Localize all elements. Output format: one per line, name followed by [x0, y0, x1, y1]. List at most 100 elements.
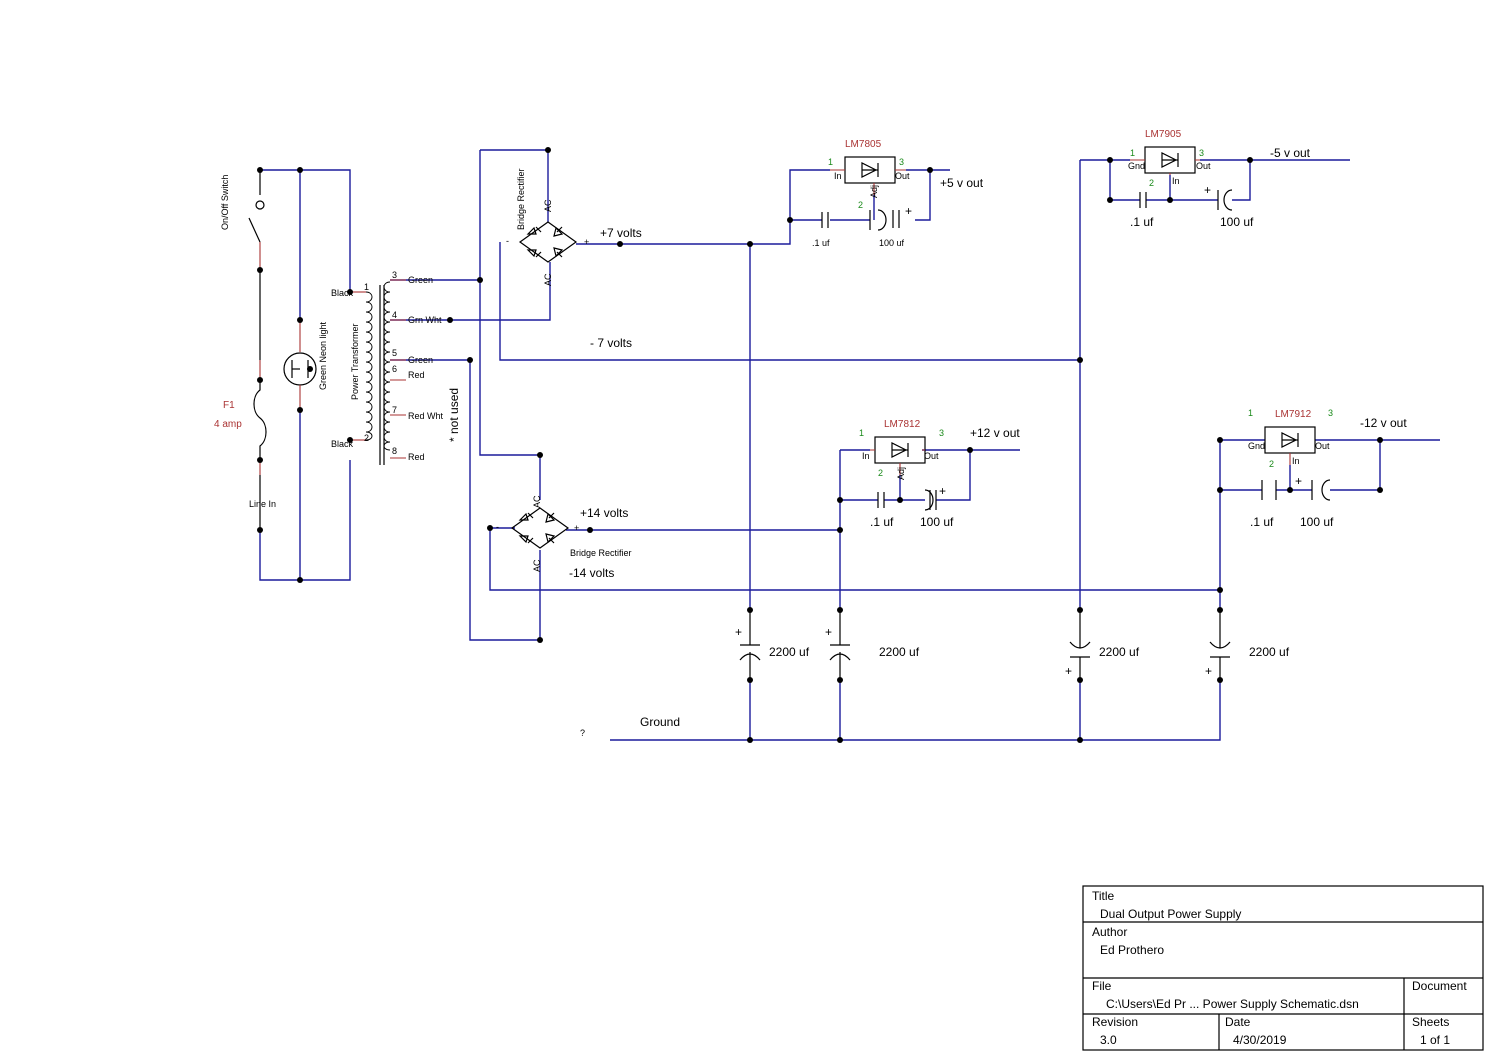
wire-red-6: Red	[408, 370, 425, 380]
regulator-lm7805: LM7805 In Adj Out 1 2 3 + .1 uf 100 uf +…	[812, 139, 984, 248]
filter-cap-3: + 2200 uf	[1065, 610, 1140, 680]
output-label: +12 v out	[970, 426, 1020, 440]
file-value: C:\Users\Ed Pr ... Power Supply Schemati…	[1106, 997, 1359, 1011]
on-off-switch: On/Off Switch	[220, 170, 265, 380]
cap-small-label: .1 uf	[870, 515, 894, 529]
wire-grnwht-4: Grn Wht	[408, 315, 442, 325]
cap-label: 2200 uf	[769, 645, 810, 659]
cap-big-label: 100 uf	[1220, 215, 1254, 229]
rail-minus-14: -14 volts	[569, 566, 614, 580]
cap-small-label: .1 uf	[1250, 515, 1274, 529]
fuse-ref: F1	[223, 400, 235, 411]
pin-num-2: 2	[858, 200, 863, 210]
pin-out: Out	[895, 171, 910, 181]
pin-num-1: 1	[1248, 408, 1253, 418]
neon-lamp: Green Neon light	[283, 320, 328, 410]
minus-terminal: -	[496, 522, 499, 532]
date-label: Date	[1225, 1015, 1251, 1029]
question-mark: ?	[580, 728, 585, 738]
plus-terminal: +	[584, 237, 589, 247]
output-label: -5 v out	[1270, 146, 1311, 160]
pin-adj: Adj	[896, 467, 906, 480]
cap-plus: +	[825, 625, 832, 639]
pin-num-3: 3	[1328, 408, 1333, 418]
neon-label: Green Neon light	[318, 321, 328, 390]
pin-out: Out	[924, 451, 939, 461]
rail-plus-14: +14 volts	[580, 506, 628, 520]
title-block: Title Dual Output Power Supply Author Ed…	[1082, 885, 1484, 1051]
line-in-label: Line In	[249, 499, 276, 509]
cap-plus: +	[735, 625, 742, 639]
ac-terminal-top: AC	[543, 199, 553, 212]
file-label: File	[1092, 979, 1112, 993]
regulator-lm7912: LM7912 Gnd In Out 1 2 3 + .1 uf 100 uf -…	[1248, 408, 1407, 529]
filter-cap-4: + 2200 uf	[1205, 610, 1290, 680]
wire-green-3: Green	[408, 275, 433, 285]
sheets-label: Sheets	[1412, 1015, 1449, 1029]
rectifier-label: Bridge Rectifier	[516, 168, 526, 230]
output-label: +5 v out	[940, 176, 984, 190]
cap-label: 2200 uf	[1249, 645, 1290, 659]
minus-terminal: -	[506, 236, 509, 246]
author-value: Ed Prothero	[1100, 943, 1164, 957]
cap-plus: +	[1065, 664, 1072, 678]
document-label: Document	[1412, 979, 1467, 993]
pin-4: 4	[392, 310, 397, 320]
revision-label: Revision	[1092, 1015, 1138, 1029]
wires	[259, 149, 1440, 741]
part-label: LM7812	[884, 419, 921, 430]
bridge-rectifier-bottom: + - AC AC	[496, 495, 579, 572]
regulator-lm7812: LM7812 In Adj Out 1 2 3 + .1 uf 100 uf +…	[859, 419, 1020, 529]
rail-minus-7: - 7 volts	[590, 336, 632, 350]
pin-8: 8	[392, 446, 397, 456]
filter-cap-1: + 2200 uf	[735, 610, 810, 680]
pin-2: 2	[364, 433, 369, 443]
cap-label: 2200 uf	[1099, 645, 1140, 659]
pin-num-1: 1	[828, 157, 833, 167]
title-label: Title	[1092, 889, 1115, 903]
pin-num-3: 3	[1199, 148, 1204, 158]
title-value: Dual Output Power Supply	[1100, 907, 1241, 921]
part-label: LM7912	[1275, 409, 1312, 420]
rectifier-label-bottom: Bridge Rectifier	[570, 548, 632, 558]
pin-in: In	[862, 451, 870, 461]
cap-plus: +	[1205, 664, 1212, 678]
pin-adj: Adj	[869, 185, 879, 198]
wire-black-1: Black	[331, 288, 354, 298]
bridge-rectifier-top: + - AC AC Bridge Rectifier	[506, 168, 589, 286]
pin-in: In	[1172, 176, 1180, 186]
wire-redwht-7: Red Wht	[408, 411, 444, 421]
cap-small-label: .1 uf	[1130, 215, 1154, 229]
regulator-lm7905: LM7905 Gnd In Out 1 2 3 + .1 uf 100 uf -…	[1128, 129, 1311, 229]
date-value: 4/30/2019	[1233, 1033, 1287, 1047]
rail-plus-7: +7 volts	[600, 226, 642, 240]
pin-gnd: Gnd	[1248, 441, 1265, 451]
revision-value: 3.0	[1100, 1033, 1117, 1047]
cap-big-label: 100 uf	[1300, 515, 1334, 529]
pin-num-2: 2	[878, 468, 883, 478]
wire-black-2: Black	[331, 439, 354, 449]
pin-5: 5	[392, 348, 397, 358]
fuse: F1 4 amp Line In	[214, 380, 276, 530]
ac-terminal-bottom: AC	[543, 273, 553, 286]
wire-green-5: Green	[408, 355, 433, 365]
transformer-label: Power Transformer	[350, 323, 360, 400]
not-used-label: * not used	[447, 388, 461, 442]
output-label: -12 v out	[1360, 416, 1407, 430]
fuse-value: 4 amp	[214, 419, 242, 430]
wire-red-8: Red	[408, 452, 425, 462]
pin-6: 6	[392, 364, 397, 374]
power-transformer: Power Transformer 1 Black 2 Black 3 Gree…	[331, 270, 461, 465]
author-label: Author	[1092, 925, 1127, 939]
pin-gnd: Gnd	[1128, 161, 1145, 171]
pin-in: In	[834, 171, 842, 181]
pin-num-3: 3	[899, 157, 904, 167]
pin-out: Out	[1196, 161, 1211, 171]
pin-7: 7	[392, 405, 397, 415]
cap-big-label: 100 uf	[879, 238, 905, 248]
pin-out: Out	[1315, 441, 1330, 451]
pin-3: 3	[392, 270, 397, 280]
pin-num-1: 1	[859, 428, 864, 438]
cap-label: 2200 uf	[879, 645, 920, 659]
